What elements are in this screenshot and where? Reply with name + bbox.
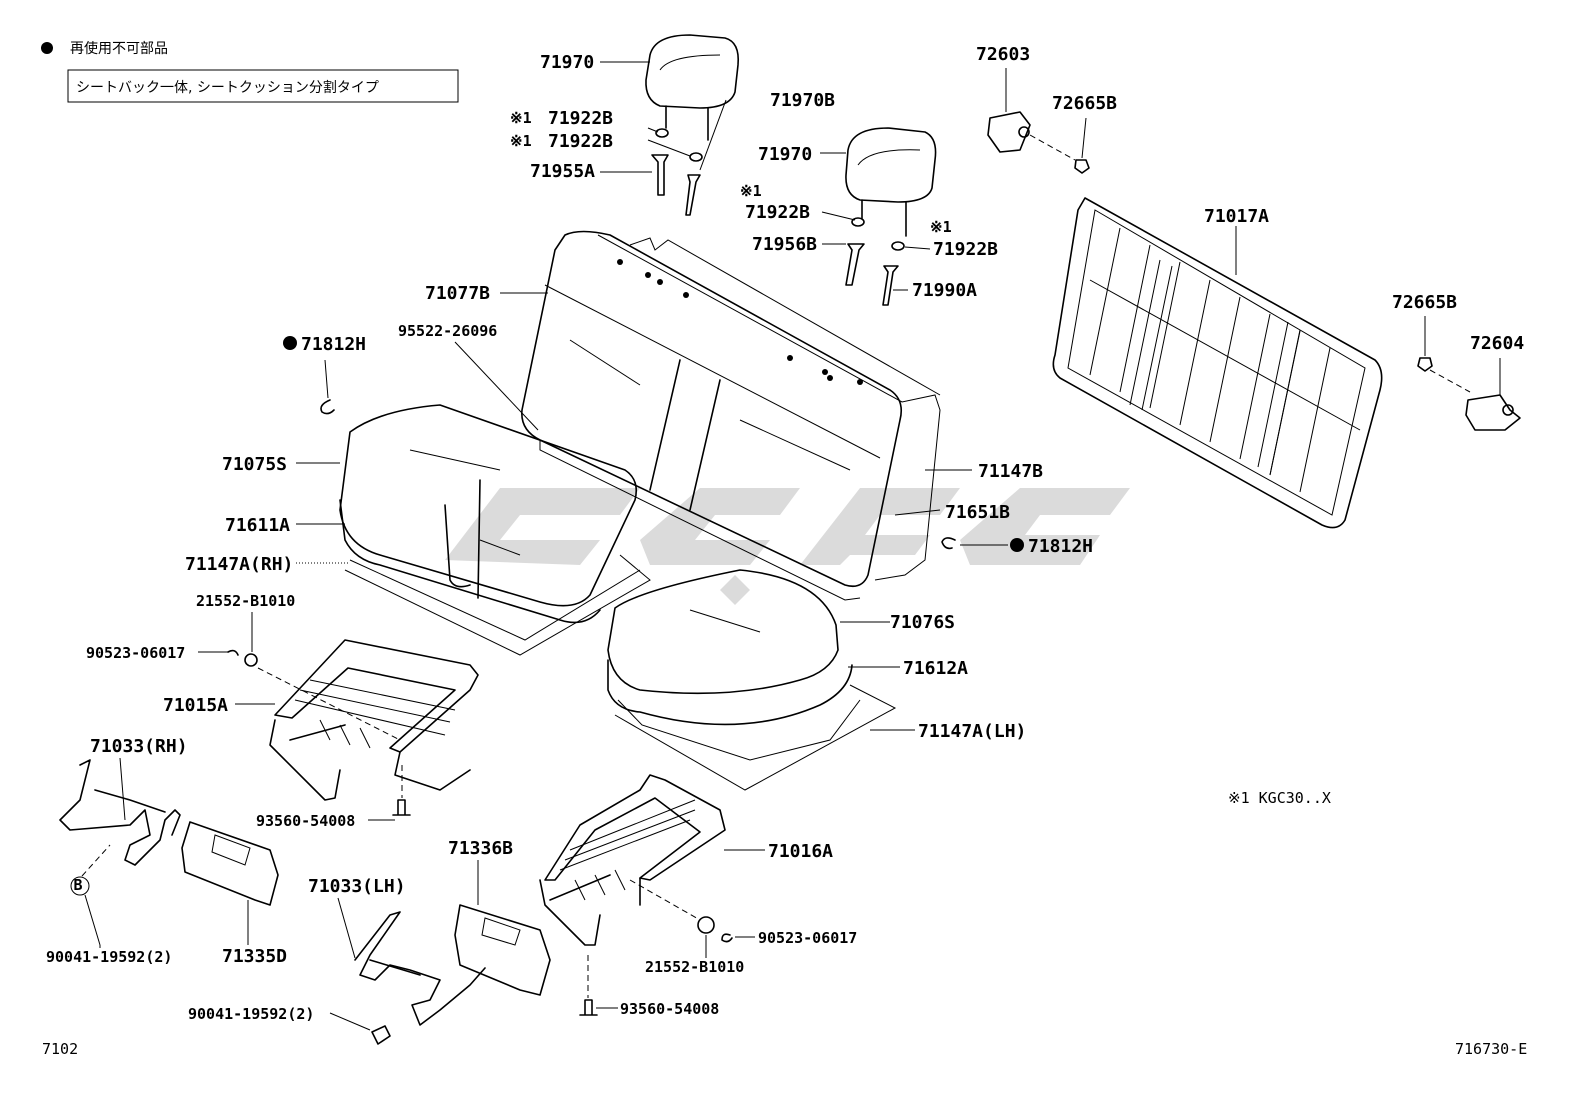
headrest-right <box>820 127 937 237</box>
label-71015a: 71015A <box>163 695 228 716</box>
label-21552-b1010-b: 21552-B1010 <box>645 958 744 976</box>
watermark-logo <box>445 488 1130 605</box>
label-71812h-b: 71812H <box>1028 536 1093 557</box>
label-71147b: 71147B <box>978 461 1043 482</box>
label-71970b: 71970B <box>770 90 835 111</box>
hinge-brackets <box>987 68 1521 431</box>
footnote: ※1 KGC30..X <box>1228 789 1331 807</box>
non-reusable-bullet-icon <box>41 42 53 54</box>
label-71990a: 71990A <box>912 280 977 301</box>
label-90523-06017-b: 90523-06017 <box>758 929 857 947</box>
label-71075s: 71075S <box>222 454 287 475</box>
seat-back <box>454 230 972 601</box>
asterisk-1-b: ※1 <box>510 132 532 150</box>
legend: 再使用不可部品 シートバック一体, シートクッション分割タイプ <box>41 40 459 103</box>
clip-left <box>320 359 335 415</box>
label-71970-b: 71970 <box>758 144 812 165</box>
part-labels: 71970 71970B ※1 71922B ※1 71922B 71955A … <box>46 44 1524 1023</box>
label-72603: 72603 <box>976 44 1030 65</box>
label-90041-19592-b: 90041-19592(2) <box>188 1005 314 1023</box>
seat-cushion-left <box>296 404 651 656</box>
label-71922b-a: 71922B <box>548 108 613 129</box>
legend-bullet-text: 再使用不可部品 <box>70 40 168 57</box>
label-90523-06017-a: 90523-06017 <box>86 644 185 662</box>
label-21552-b1010-a: 21552-B1010 <box>196 592 295 610</box>
label-71147a-lh: 71147A(LH) <box>918 721 1026 742</box>
label-circle-b: B <box>73 876 82 894</box>
label-71076s: 71076S <box>890 612 955 633</box>
label-71033-lh: 71033(LH) <box>308 876 406 897</box>
cushion-frame-left <box>198 612 479 821</box>
headrest-guides <box>600 99 931 306</box>
legend-box <box>67 69 459 103</box>
label-71922b-d: 71922B <box>933 239 998 260</box>
label-71651b: 71651B <box>945 502 1010 523</box>
label-71956b: 71956B <box>752 234 817 255</box>
label-93560-54008-b: 93560-54008 <box>620 1000 719 1018</box>
label-93560-54008-a: 93560-54008 <box>256 812 355 830</box>
clip-right <box>941 537 1008 550</box>
hinge-covers <box>181 821 551 996</box>
asterisk-1-d: ※1 <box>930 218 952 236</box>
label-72665b-b: 72665B <box>1392 292 1457 313</box>
label-71955a: 71955A <box>530 161 595 182</box>
label-71033-rh: 71033(RH) <box>90 736 188 757</box>
label-71077b: 71077B <box>425 283 490 304</box>
label-71612a: 71612A <box>903 658 968 679</box>
label-72604: 72604 <box>1470 333 1524 354</box>
label-71336b: 71336B <box>448 838 513 859</box>
asterisk-1-c: ※1 <box>740 182 762 200</box>
seat-back-frame <box>1052 197 1383 529</box>
label-71812h-a: 71812H <box>301 334 366 355</box>
hinge-rod-rh <box>59 757 181 948</box>
label-71970-a: 71970 <box>540 52 594 73</box>
label-71016a: 71016A <box>768 841 833 862</box>
cushion-frame-right <box>539 774 765 1016</box>
label-90041-19592-a: 90041-19592(2) <box>46 948 172 966</box>
hinge-rod-lh <box>329 897 486 1045</box>
non-reusable-bullet-icon <box>283 336 297 350</box>
legend-box-text: シートバック一体, シートクッション分割タイプ <box>76 79 379 96</box>
label-71922b-c: 71922B <box>745 202 810 223</box>
seat-cushion-right <box>607 569 915 791</box>
headrest-left <box>600 34 740 141</box>
non-reusable-bullet-icon <box>1010 538 1024 552</box>
footer-right-code: 716730-E <box>1455 1040 1527 1058</box>
label-71147a-rh: 71147A(RH) <box>185 554 293 575</box>
label-71611a: 71611A <box>225 515 290 536</box>
label-72665b-a: 72665B <box>1052 93 1117 114</box>
asterisk-1-a: ※1 <box>510 109 532 127</box>
label-71017a: 71017A <box>1204 206 1269 227</box>
label-71922b-b: 71922B <box>548 131 613 152</box>
label-95522-26096: 95522-26096 <box>398 322 497 340</box>
footer-left-code: 7102 <box>42 1040 78 1058</box>
label-71335d: 71335D <box>222 946 287 967</box>
